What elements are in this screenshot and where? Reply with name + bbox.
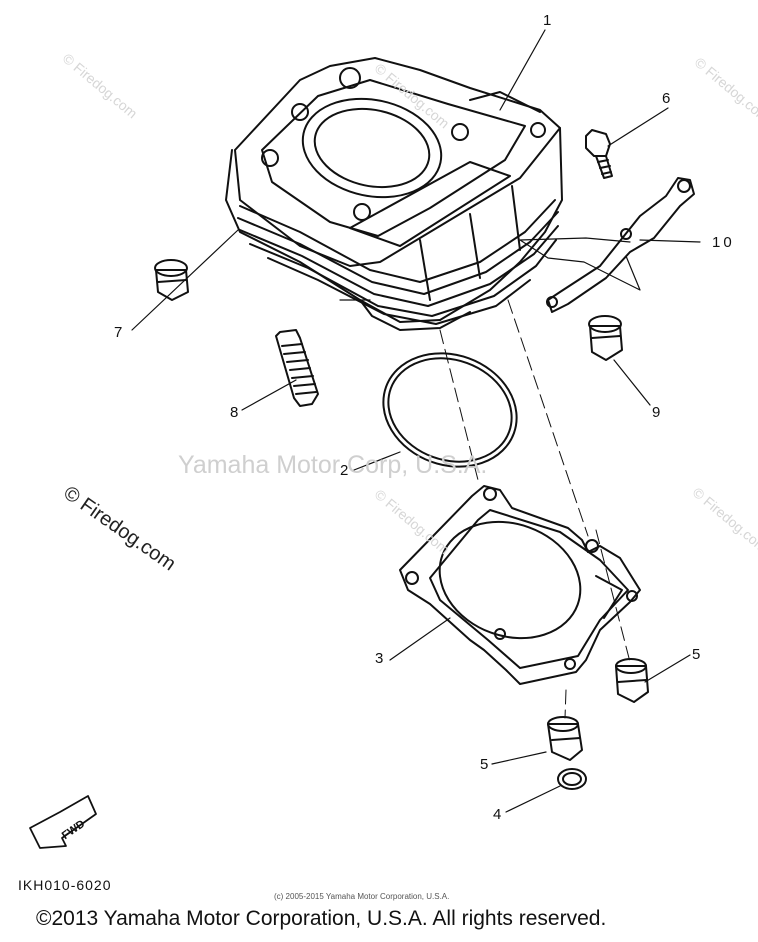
callout-7: 7: [114, 324, 123, 341]
dowel-pin-left: [154, 259, 189, 301]
dowel-pin-upper: [615, 658, 649, 703]
copyright-footer: ©2013 Yamaha Motor Corporation, U.S.A. A…: [36, 907, 607, 930]
bolt: [585, 129, 613, 179]
dowel-pin-right: [588, 315, 623, 361]
o-ring: [382, 352, 518, 468]
cylinder-block: [225, 57, 563, 331]
callout-2: 2: [340, 462, 349, 479]
callout-1: 1: [543, 12, 552, 29]
dowel-pin-lower: [547, 716, 583, 761]
alignment-lines: [439, 299, 631, 719]
base-gasket: [399, 485, 641, 685]
stud-bolt: [275, 329, 319, 407]
leader-lines: [131, 29, 701, 813]
callout-9: 9: [652, 404, 661, 421]
callout-4: 4: [493, 806, 502, 823]
callout-10: 10: [712, 234, 735, 251]
callout-6: 6: [662, 90, 671, 107]
bracket: [546, 177, 695, 313]
callout-3: 3: [375, 650, 384, 667]
callout-8: 8: [230, 404, 239, 421]
fwd-arrow-icon: [29, 795, 97, 849]
fine-print: (c) 2005-2015 Yamaha Motor Corporation, …: [274, 892, 450, 901]
brand-watermark: Yamaha Motor Corp, U.S.A.: [178, 451, 488, 479]
circlip: [557, 768, 587, 790]
callout-5-lower: 5: [480, 756, 489, 773]
callout-5-upper: 5: [692, 646, 701, 663]
diagram-code: IKH010-6020: [18, 877, 112, 893]
